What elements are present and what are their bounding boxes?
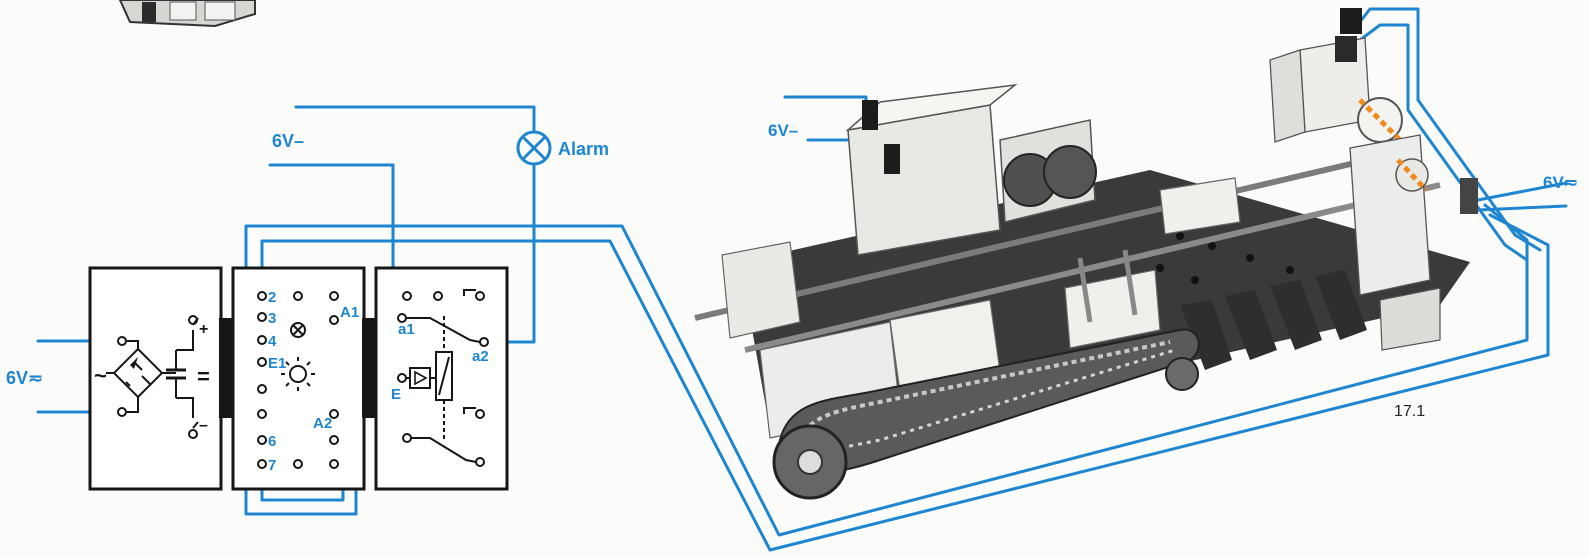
plus-sign: + [199, 321, 208, 338]
terminal-label-e1: E1 [268, 355, 286, 372]
top-left-model-fragment [118, 0, 256, 28]
conveyor-model-illustration [694, 8, 1478, 500]
terminal-label-3: 3 [268, 310, 276, 327]
terminal-label-4: 4 [268, 333, 277, 350]
relay-module: a1 a2 E [374, 266, 509, 491]
model-supply-label-dc: 6V– [768, 121, 798, 140]
terminal-label-2: 2 [268, 289, 276, 306]
figure-number: 17.1 [1394, 403, 1425, 420]
ac-symbol: ~ [94, 363, 107, 388]
relay-label-a2: a2 [472, 348, 489, 365]
terminal-label-7: 7 [268, 457, 276, 474]
output-label-a2: A2 [313, 415, 332, 432]
dc-symbol: = [197, 364, 210, 389]
relay-label-a1: a1 [398, 321, 415, 338]
light-sensor-icon [281, 357, 315, 391]
power-supply-module: + – ~ = [88, 266, 233, 491]
output-label-a1: A1 [340, 304, 359, 321]
supply-label-ac: 6V≂ [6, 368, 43, 388]
minus-sign: – [199, 417, 208, 434]
control-module: 2 3 4 E1 6 7 A1 A2 [231, 266, 376, 491]
relay-label-e: E [391, 386, 401, 403]
model-supply-label-ac: 6V≂ [1543, 173, 1578, 192]
supply-label-dc: 6V– [272, 131, 304, 151]
alarm-lamp-icon [516, 130, 552, 166]
indicator-lamp-icon [290, 322, 306, 338]
terminal-label-6: 6 [268, 433, 276, 450]
alarm-label: Alarm [558, 139, 609, 159]
